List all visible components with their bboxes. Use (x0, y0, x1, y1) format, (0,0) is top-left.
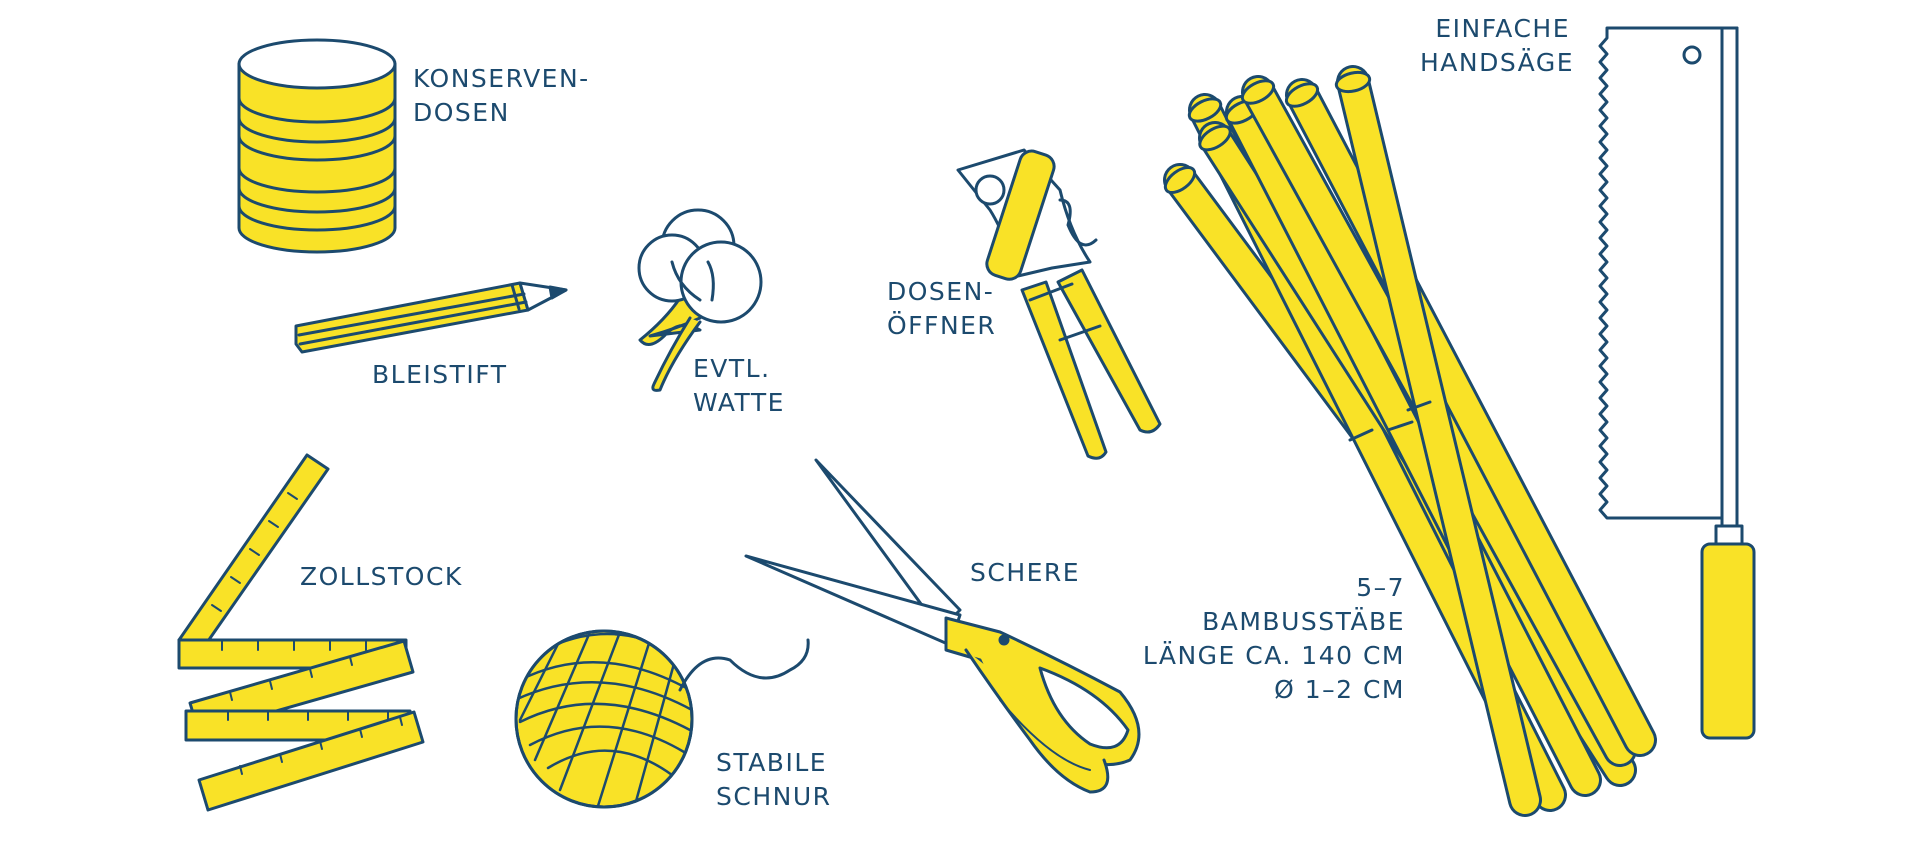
label-schnur: STABILE SCHNUR (716, 746, 832, 814)
label-schere: SCHERE (970, 556, 1080, 590)
label-line: KONSERVEN- (413, 64, 590, 93)
hand-saw-icon (1598, 26, 1756, 740)
cotton-icon (637, 208, 763, 392)
label-bambusstaebe: 5–7 BAMBUSSTÄBE LÄNGE CA. 140 CM Ø 1–2 C… (1140, 571, 1405, 707)
tin-can-icon (237, 38, 397, 254)
label-line: DOSEN (413, 98, 510, 127)
label-line: ÖFFNER (887, 311, 997, 340)
label-watte: EVTL. WATTE (693, 352, 785, 420)
label-line: WATTE (693, 388, 785, 417)
label-line: LÄNGE CA. 140 CM (1142, 641, 1405, 670)
label-line: ZOLLSTOCK (300, 562, 463, 591)
bamboo-sticks-icon (1163, 65, 1657, 817)
label-line: STABILE (716, 748, 828, 777)
label-line: SCHERE (970, 558, 1081, 587)
label-line: SCHNUR (716, 782, 832, 811)
folding-ruler-icon (177, 453, 425, 812)
label-line: BLEISTIFT (372, 360, 508, 389)
label-line: Ø 1–2 CM (1274, 675, 1405, 704)
scissors-icon (744, 458, 1141, 794)
label-handsaege: EINFACHE HANDSÄGE (1420, 12, 1575, 80)
label-line: BAMBUSSTÄBE (1202, 607, 1405, 636)
label-bleistift: BLEISTIFT (372, 358, 507, 392)
label-zollstock: ZOLLSTOCK (300, 560, 463, 594)
label-line: EVTL. (693, 354, 771, 383)
label-konservendosen: KONSERVEN- DOSEN (413, 62, 590, 130)
label-dosenoeffner: DOSEN- ÖFFNER (887, 275, 996, 343)
label-line: EINFACHE (1435, 14, 1570, 43)
label-line: HANDSÄGE (1420, 48, 1575, 77)
label-line: 5–7 (1356, 573, 1405, 602)
can-opener-icon (956, 148, 1162, 460)
twine-ball-icon (514, 629, 810, 809)
pencil-icon (294, 281, 568, 354)
label-line: DOSEN- (887, 277, 995, 306)
